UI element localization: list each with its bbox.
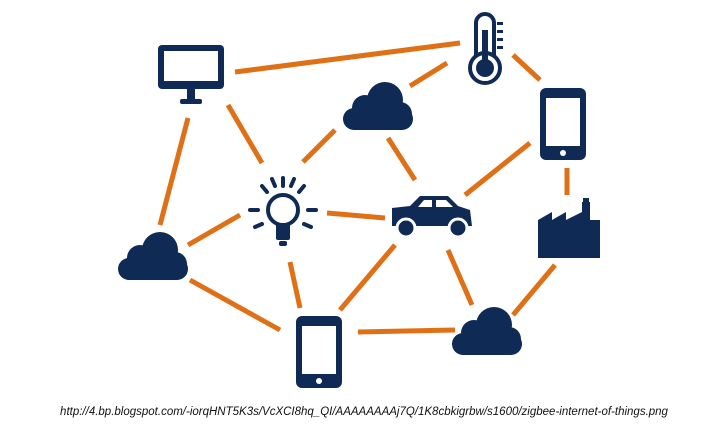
thermometer-icon: [468, 12, 503, 85]
lightbulb-icon: [248, 176, 318, 246]
link-monitor-bulb: [225, 103, 265, 165]
link-bulb-car: [326, 210, 386, 221]
link-car-cloud: [445, 249, 475, 306]
link-cloud-bulb: [301, 128, 337, 164]
smartphone-icon: [540, 88, 586, 160]
link-monitor-thermometer: [234, 40, 461, 75]
factory-icon: [538, 198, 600, 258]
link-thermometer-phone: [511, 53, 542, 82]
connection-lines: [157, 40, 570, 335]
link-factory-cloud: [511, 263, 557, 317]
link-cloud-car: [385, 136, 418, 182]
monitor-icon: [158, 45, 224, 104]
cloud-icon: [452, 307, 522, 355]
link-cloud-phone: [188, 277, 282, 333]
link-phone-car: [463, 141, 532, 197]
iot-network-diagram: [118, 12, 600, 388]
smartphone-icon: [296, 316, 342, 388]
cloud-icon: [343, 82, 413, 130]
link-monitor-cloud: [157, 117, 191, 226]
link-thermometer-cloud: [408, 60, 449, 89]
image-source-caption: http://4.bp.blogspot.com/-iorqHNT5K3s/Vc…: [60, 406, 668, 418]
cloud-icon: [118, 232, 188, 280]
link-car-phone: [338, 243, 397, 312]
link-bulb-cloud: [186, 212, 242, 248]
link-bulb-phone: [287, 261, 303, 309]
car-icon: [392, 196, 472, 239]
link-phone-cloud: [357, 327, 456, 335]
